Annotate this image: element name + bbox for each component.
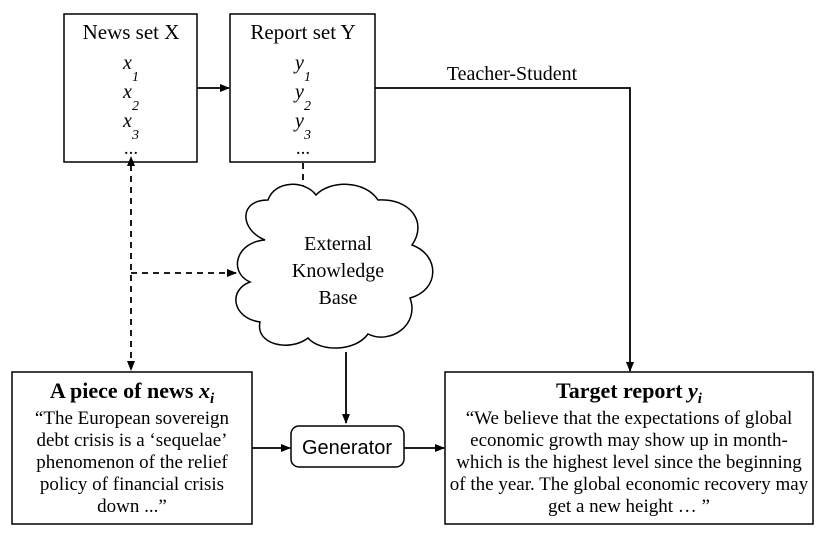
target-report-line-2: economic growth may show up in month-: [470, 430, 788, 451]
news-set-box: News set X x1 x2 x3 ...: [63, 13, 198, 163]
news-piece-line-1: “The European sovereign: [35, 408, 230, 429]
target-report-line-4: of the year. The global economic recover…: [450, 474, 809, 495]
target-report-line-5: get a new height … ”: [548, 496, 710, 517]
news-set-ellipsis: ...: [124, 138, 138, 159]
news-item-3: x3: [122, 110, 139, 143]
report-set-box: Report set Y y1 y2 y3 ...: [229, 13, 376, 163]
target-report-box: Target report yi “We believe that the ex…: [444, 371, 814, 525]
target-report-line-3: which is the highest level since the beg…: [456, 452, 802, 473]
news-piece-line-2: debt crisis is a ‘sequelae’: [37, 430, 228, 451]
news-piece-box: A piece of news xi “The European soverei…: [11, 371, 253, 525]
report-set-title: Report set Y: [250, 20, 355, 44]
teacher-student-label: Teacher-Student: [447, 63, 578, 85]
news-item-1: x1: [122, 52, 139, 85]
news-item-2: x2: [122, 81, 139, 114]
report-set-ellipsis: ...: [296, 138, 310, 159]
news-set-title: News set X: [83, 20, 180, 44]
news-piece-line-4: policy of financial crisis: [40, 474, 224, 495]
report-item-3: y3: [293, 110, 311, 143]
generator-label: Generator: [302, 437, 392, 459]
kb-line-2: Knowledge: [292, 260, 384, 282]
teacher-student-arrow: [375, 87, 634, 372]
news-piece-title: A piece of news xi: [50, 378, 215, 407]
target-report-title: Target report yi: [556, 378, 703, 407]
news-piece-line-3: phenomenon of the relief: [36, 452, 228, 473]
kb-line-1: External: [304, 233, 372, 255]
knowledge-base-cloud: External Knowledge Base: [235, 183, 434, 349]
generator-box: Generator: [290, 425, 405, 468]
target-report-line-1: “We believe that the expectations of glo…: [466, 408, 793, 429]
report-item-2: y2: [293, 81, 311, 114]
report-item-1: y1: [293, 52, 311, 85]
cloud-shape: [235, 183, 434, 349]
kb-line-3: Base: [319, 287, 358, 309]
news-piece-line-5: down ...”: [97, 496, 167, 517]
